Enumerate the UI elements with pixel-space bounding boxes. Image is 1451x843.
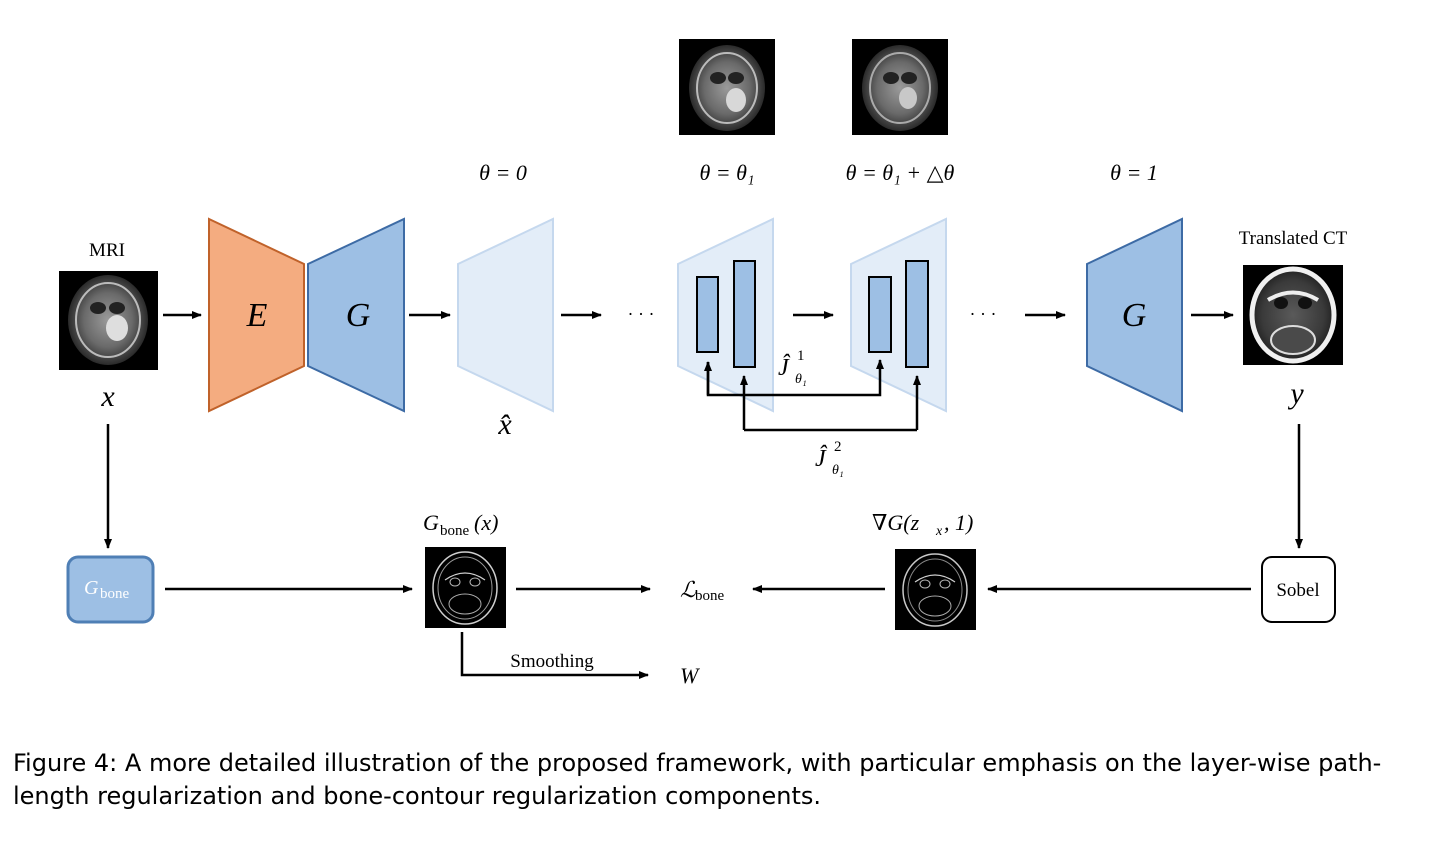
theta-one-label: θ = θ₁ [699,160,754,185]
svg-text:Ĵ: Ĵ [778,354,791,381]
x-hat-ghost-block [457,217,554,413]
x-hat-variable: x̂ [497,408,512,441]
translated-ct-label: Translated CT [1239,228,1348,249]
sobel-box [1261,556,1336,623]
ellipsis-left: · · · [628,304,655,324]
theta-delta-layer-1 [868,276,892,353]
theta1-layer-2 [733,260,756,368]
svg-text:x: x [935,524,943,539]
bone-loss-label: ℒ bone [680,577,725,604]
svg-text:θ₁: θ₁ [795,372,807,387]
gbone-box [66,555,155,624]
sobel-gradient-image [895,549,976,630]
translated-ct-image [1243,265,1343,365]
svg-text:2: 2 [834,439,842,455]
sobel-label: Sobel [1276,580,1319,601]
svg-text:, 1): , 1) [944,510,973,535]
generator-block [307,217,405,413]
final-generator-label: G [1122,297,1147,334]
svg-text:bone: bone [695,588,725,604]
theta-final-label: θ = 1 [1110,160,1158,185]
caption-label: Figure 4: [13,749,118,777]
svg-text:G: G [423,510,439,535]
smoothing-arrow [460,632,649,679]
w-variable: W [680,663,700,688]
theta1-layer-1 [696,276,719,353]
mri-label: MRI [89,240,125,261]
svg-text:ℒ: ℒ [680,577,697,602]
jacobian-2-label: Ĵ 2 θ₁ [815,439,844,478]
svg-text:Ĵ: Ĵ [815,445,828,472]
mri-thumbnail-theta1 [679,39,775,135]
mri-input-image [59,271,158,370]
theta-delta-label: θ = θ₁ + △θ [846,160,955,185]
encoder-block [208,217,305,413]
theta-delta-layer-2 [905,260,929,368]
bone-contour-image [425,547,506,628]
final-generator-block [1086,217,1183,413]
svg-text:bone: bone [100,586,130,602]
svg-text:1: 1 [797,348,805,364]
caption-text: A more detailed illustration of the prop… [13,749,1382,810]
ellipsis-right: · · · [970,304,997,324]
y-variable: y [1287,377,1304,410]
generator-label: G [346,297,371,334]
theta-delta-ghost-block [850,217,947,413]
svg-text:G: G [84,577,99,599]
svg-text:∇G(z: ∇G(z [872,510,920,535]
x-variable: x [100,380,115,413]
gbone-x-label: G bone (x) [423,510,498,539]
svg-text:(x): (x) [474,510,498,535]
smoothing-label: Smoothing [510,651,594,672]
svg-text:θ₁: θ₁ [832,463,844,478]
encoder-label: E [246,297,268,334]
mri-thumbnail-theta1-delta [852,39,948,135]
jacobian-arrows [704,359,921,432]
gbone-box-label: G bone [84,577,130,602]
gradient-label: ∇G(z x , 1) [872,510,973,539]
svg-text:bone: bone [440,523,470,539]
figure-caption: Figure 4: A more detailed illustration o… [13,747,1423,813]
theta-zero-label: θ = 0 [479,160,527,185]
jacobian-1-label: Ĵ 1 θ₁ [778,348,807,387]
theta1-ghost-block [677,217,774,413]
